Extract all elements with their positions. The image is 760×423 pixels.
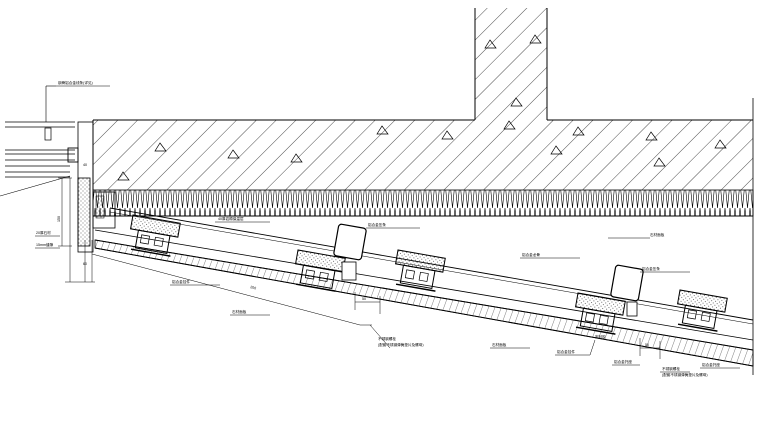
note-anchor-mid-2: (配套不锈钢弹簧垫片及螺母): [378, 342, 424, 347]
dimension-texts: 40 150 60 200 50 50: [57, 163, 649, 347]
dim-6: 50: [645, 343, 649, 347]
note-left-1: 20厚石材: [36, 230, 51, 235]
bracket-3: [394, 249, 446, 292]
note-bracket-right: 铝合金托座: [702, 362, 720, 367]
insulation-layer: [92, 189, 754, 217]
bracket-1: [129, 214, 181, 257]
concrete-slab: [92, 98, 754, 375]
note-top-right: 铝合金压条: [642, 266, 660, 271]
note-seal: 密封胶: [595, 334, 606, 339]
concrete-column: [474, 8, 548, 120]
dim-1: 40: [83, 163, 87, 167]
bracket-2: [294, 249, 346, 292]
bracket-4: [574, 292, 626, 335]
rail-tube-2: [610, 264, 644, 317]
note-panel-right-top: 石材面板: [650, 232, 665, 237]
note-insulation: 40厚岩棉保温层: [218, 216, 244, 221]
dim-3: 60: [83, 262, 87, 266]
panel-dimension-marks: [354, 292, 661, 359]
dim-4: 200: [250, 285, 257, 290]
inclined-cladding: [91, 207, 754, 367]
note-rail-mid: 铝合金龙骨: [522, 252, 540, 257]
note-strip: 铝合金压条: [368, 222, 386, 227]
rail-tube-1: [333, 223, 367, 281]
annotation-texts: 钢骨铝合金线条(详见) 40厚岩棉保温层 铝合金压条 石材面板 铝合金龙骨 铝合…: [36, 80, 720, 377]
note-top-left: 钢骨铝合金线条(详见): [58, 80, 93, 85]
bracket-5: [676, 289, 728, 332]
note-anchor-mid-1: 不锈钢螺栓: [378, 336, 396, 341]
note-clip-left: 铝合金挂件: [172, 279, 190, 284]
note-anchor-right-1: 不锈钢螺栓: [662, 366, 680, 371]
note-clip-mid: 铝合金挂件: [557, 349, 575, 354]
dim-5: 50: [362, 297, 366, 301]
note-anchor-right-2: (配套不锈钢弹簧垫片及螺母): [662, 372, 708, 377]
leader-lines: [35, 85, 740, 373]
note-panel-left: 石材面板: [232, 309, 247, 314]
note-left-2: 15mm缝隙: [36, 242, 54, 247]
window-frame-assembly: [0, 85, 116, 283]
note-bracket-mid: 铝合金托座: [614, 359, 632, 364]
dim-2: 150: [57, 216, 61, 222]
note-panel-mid: 石材面板: [492, 342, 507, 347]
